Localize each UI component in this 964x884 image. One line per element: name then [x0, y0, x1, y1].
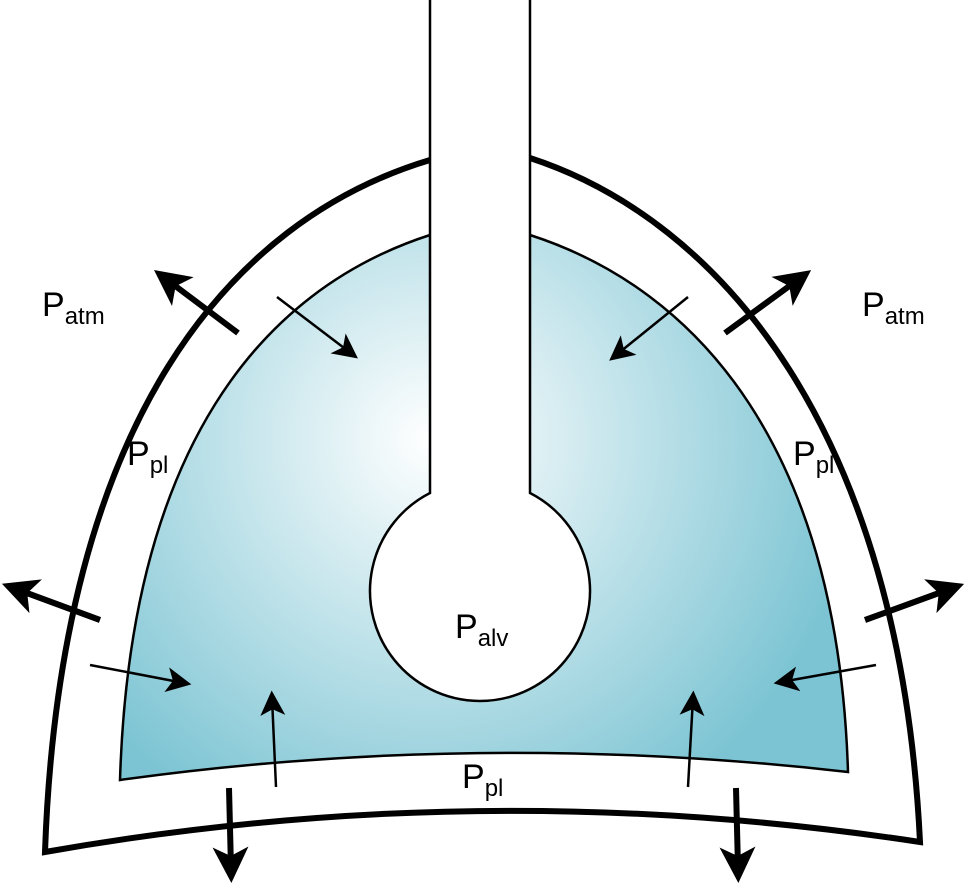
arrow-outward-icon	[212, 787, 249, 883]
label-p-pl-left: Ppl	[127, 435, 168, 479]
arrow-inward-icon	[609, 296, 689, 361]
inward-lung-recoil-arrows	[89, 296, 877, 788]
arrow-inward-icon	[276, 296, 358, 359]
label-p-pl-bottom: Ppl	[462, 758, 503, 802]
arrow-inward-icon	[773, 663, 877, 692]
arrow-outward-icon	[154, 270, 240, 336]
arrow-inward-icon	[260, 690, 286, 788]
arrow-inward-icon	[679, 690, 705, 788]
arrow-outward-icon	[1, 579, 102, 623]
arrow-outward-icon	[863, 579, 964, 623]
arrow-inward-icon	[89, 663, 192, 692]
label-p-pl-right: Ppl	[793, 435, 834, 479]
label-p-atm-right: Patm	[862, 286, 925, 330]
chest-wall	[41, 155, 924, 856]
airway-and-alveolus	[368, 0, 592, 703]
label-p-atm-left: Patm	[42, 286, 105, 330]
label-p-alv: Palv	[455, 608, 508, 652]
arrow-outward-icon	[723, 270, 812, 336]
arrow-outward-icon	[719, 787, 756, 883]
outward-chest-wall-arrows	[1, 270, 964, 883]
